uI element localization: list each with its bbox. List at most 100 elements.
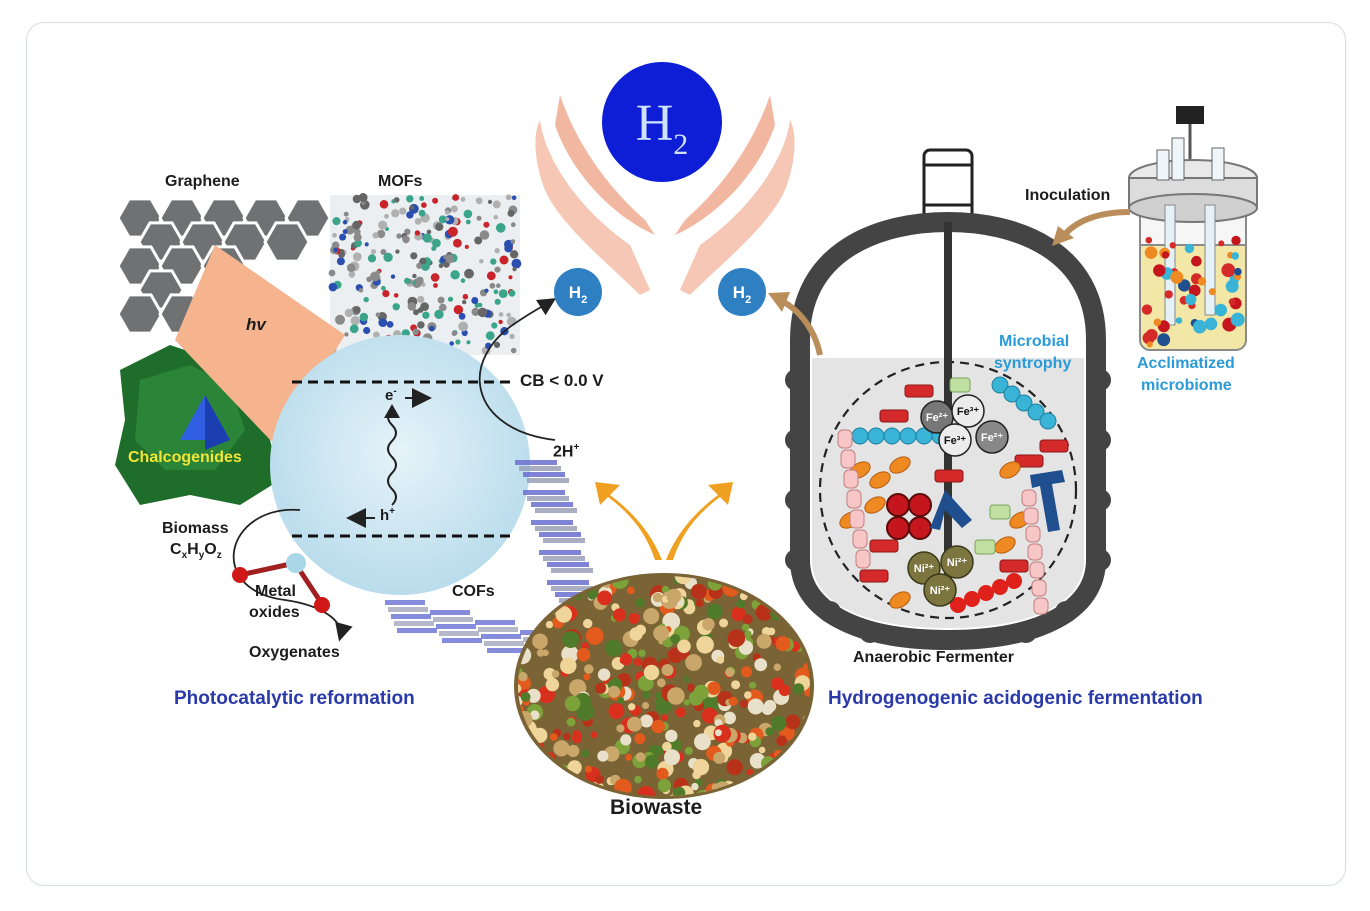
mof-atom	[512, 267, 517, 272]
waste-piece	[518, 587, 524, 596]
biomass-label: Biomass	[162, 520, 229, 537]
mof-atom	[348, 271, 356, 278]
cof-layer	[397, 628, 437, 633]
waste-piece	[792, 746, 806, 760]
waste-piece	[744, 630, 752, 638]
mof-atom	[339, 233, 347, 241]
waste-piece	[620, 653, 633, 666]
waste-piece	[564, 777, 579, 793]
mof-atom	[382, 290, 390, 298]
red-coccus	[886, 493, 910, 517]
mof-atom	[494, 266, 501, 273]
waste-piece	[608, 685, 621, 698]
red-chain-bacterium	[950, 597, 966, 613]
mof-atom	[509, 250, 519, 259]
waste-piece	[635, 598, 645, 608]
waste-piece	[738, 576, 750, 587]
mof-atom	[460, 278, 466, 283]
waste-piece	[532, 633, 548, 650]
waste-piece	[526, 688, 541, 703]
waste-piece	[587, 589, 598, 600]
mof-atom	[328, 269, 336, 277]
mof-atom	[414, 230, 421, 236]
mof-atom	[461, 329, 468, 337]
cof-layer	[527, 496, 569, 501]
waste-piece	[802, 734, 810, 752]
waste-piece	[695, 599, 704, 608]
cof-layer	[394, 621, 434, 626]
waste-piece	[716, 656, 725, 664]
red-chain-bacterium	[978, 585, 994, 601]
mof-atom	[332, 232, 337, 238]
mof-atom	[432, 197, 439, 204]
waste-piece	[755, 603, 773, 621]
green-bacterium	[949, 377, 971, 393]
jar-microbe	[1170, 270, 1184, 284]
mof-atom	[465, 219, 471, 225]
mof-atom	[352, 252, 362, 262]
waste-piece	[793, 683, 805, 695]
ni-ion	[923, 573, 957, 607]
waste-piece	[583, 673, 591, 681]
waste-piece	[518, 737, 526, 755]
ni-ion-label: Ni²⁺	[930, 585, 951, 597]
waste-piece	[739, 699, 749, 709]
mof-atom	[476, 215, 482, 221]
excitation-wave	[387, 408, 397, 506]
fe-ion-label: Fe²⁺	[926, 412, 949, 424]
waste-piece	[541, 777, 555, 790]
waste-piece	[534, 583, 551, 600]
mof-atom	[412, 328, 420, 336]
inoculation-label: Inoculation	[1025, 187, 1111, 204]
waste-piece	[754, 658, 768, 672]
mof-atom	[491, 322, 498, 329]
waste-piece	[656, 678, 666, 688]
mof-atom	[450, 205, 458, 213]
waste-piece	[662, 612, 681, 631]
mof-atom	[444, 210, 450, 215]
mof-atom	[452, 194, 460, 201]
mof-atom	[378, 318, 388, 327]
mof-atom	[429, 325, 435, 332]
mof-atom	[412, 273, 417, 279]
jar-microbe	[1225, 279, 1239, 293]
mof-atom	[449, 341, 455, 346]
jar-microbe	[1197, 277, 1207, 286]
mof-atom	[487, 199, 493, 204]
mof-atom	[455, 339, 461, 345]
mof-atom	[391, 209, 400, 218]
waste-piece	[747, 581, 757, 591]
waste-piece	[612, 608, 627, 622]
waste-piece	[520, 692, 531, 702]
h2-main-label: H2	[636, 95, 689, 161]
waste-piece	[777, 577, 787, 587]
mof-atom	[393, 197, 400, 203]
cof-layer	[527, 478, 569, 483]
cof-layer	[535, 508, 577, 513]
semiconductor-sphere	[270, 335, 530, 595]
cof-layer	[487, 648, 527, 653]
jar-microbe	[1144, 246, 1158, 259]
waste-piece	[713, 751, 726, 764]
mof-atom	[373, 331, 380, 339]
mof-atom	[508, 289, 516, 297]
waste-piece	[763, 699, 777, 713]
waste-piece	[804, 727, 810, 742]
waste-piece	[539, 786, 555, 796]
vessel-jacket-bump	[1089, 429, 1111, 451]
waste-piece	[638, 649, 646, 657]
cof-layer	[547, 580, 589, 585]
waste-piece	[667, 647, 684, 664]
waste-piece	[736, 599, 746, 609]
chalcogenides-label: Chalcogenides	[128, 449, 242, 466]
waste-piece	[691, 782, 699, 791]
mof-atom	[415, 276, 424, 285]
waste-piece	[627, 716, 642, 732]
mof-atom	[349, 324, 359, 334]
waste-piece	[672, 786, 686, 796]
jar-microbe	[1234, 267, 1242, 276]
mof-atom	[353, 306, 361, 314]
jar-microbe	[1161, 251, 1170, 259]
waste-piece	[564, 695, 581, 712]
waste-piece	[545, 775, 560, 790]
